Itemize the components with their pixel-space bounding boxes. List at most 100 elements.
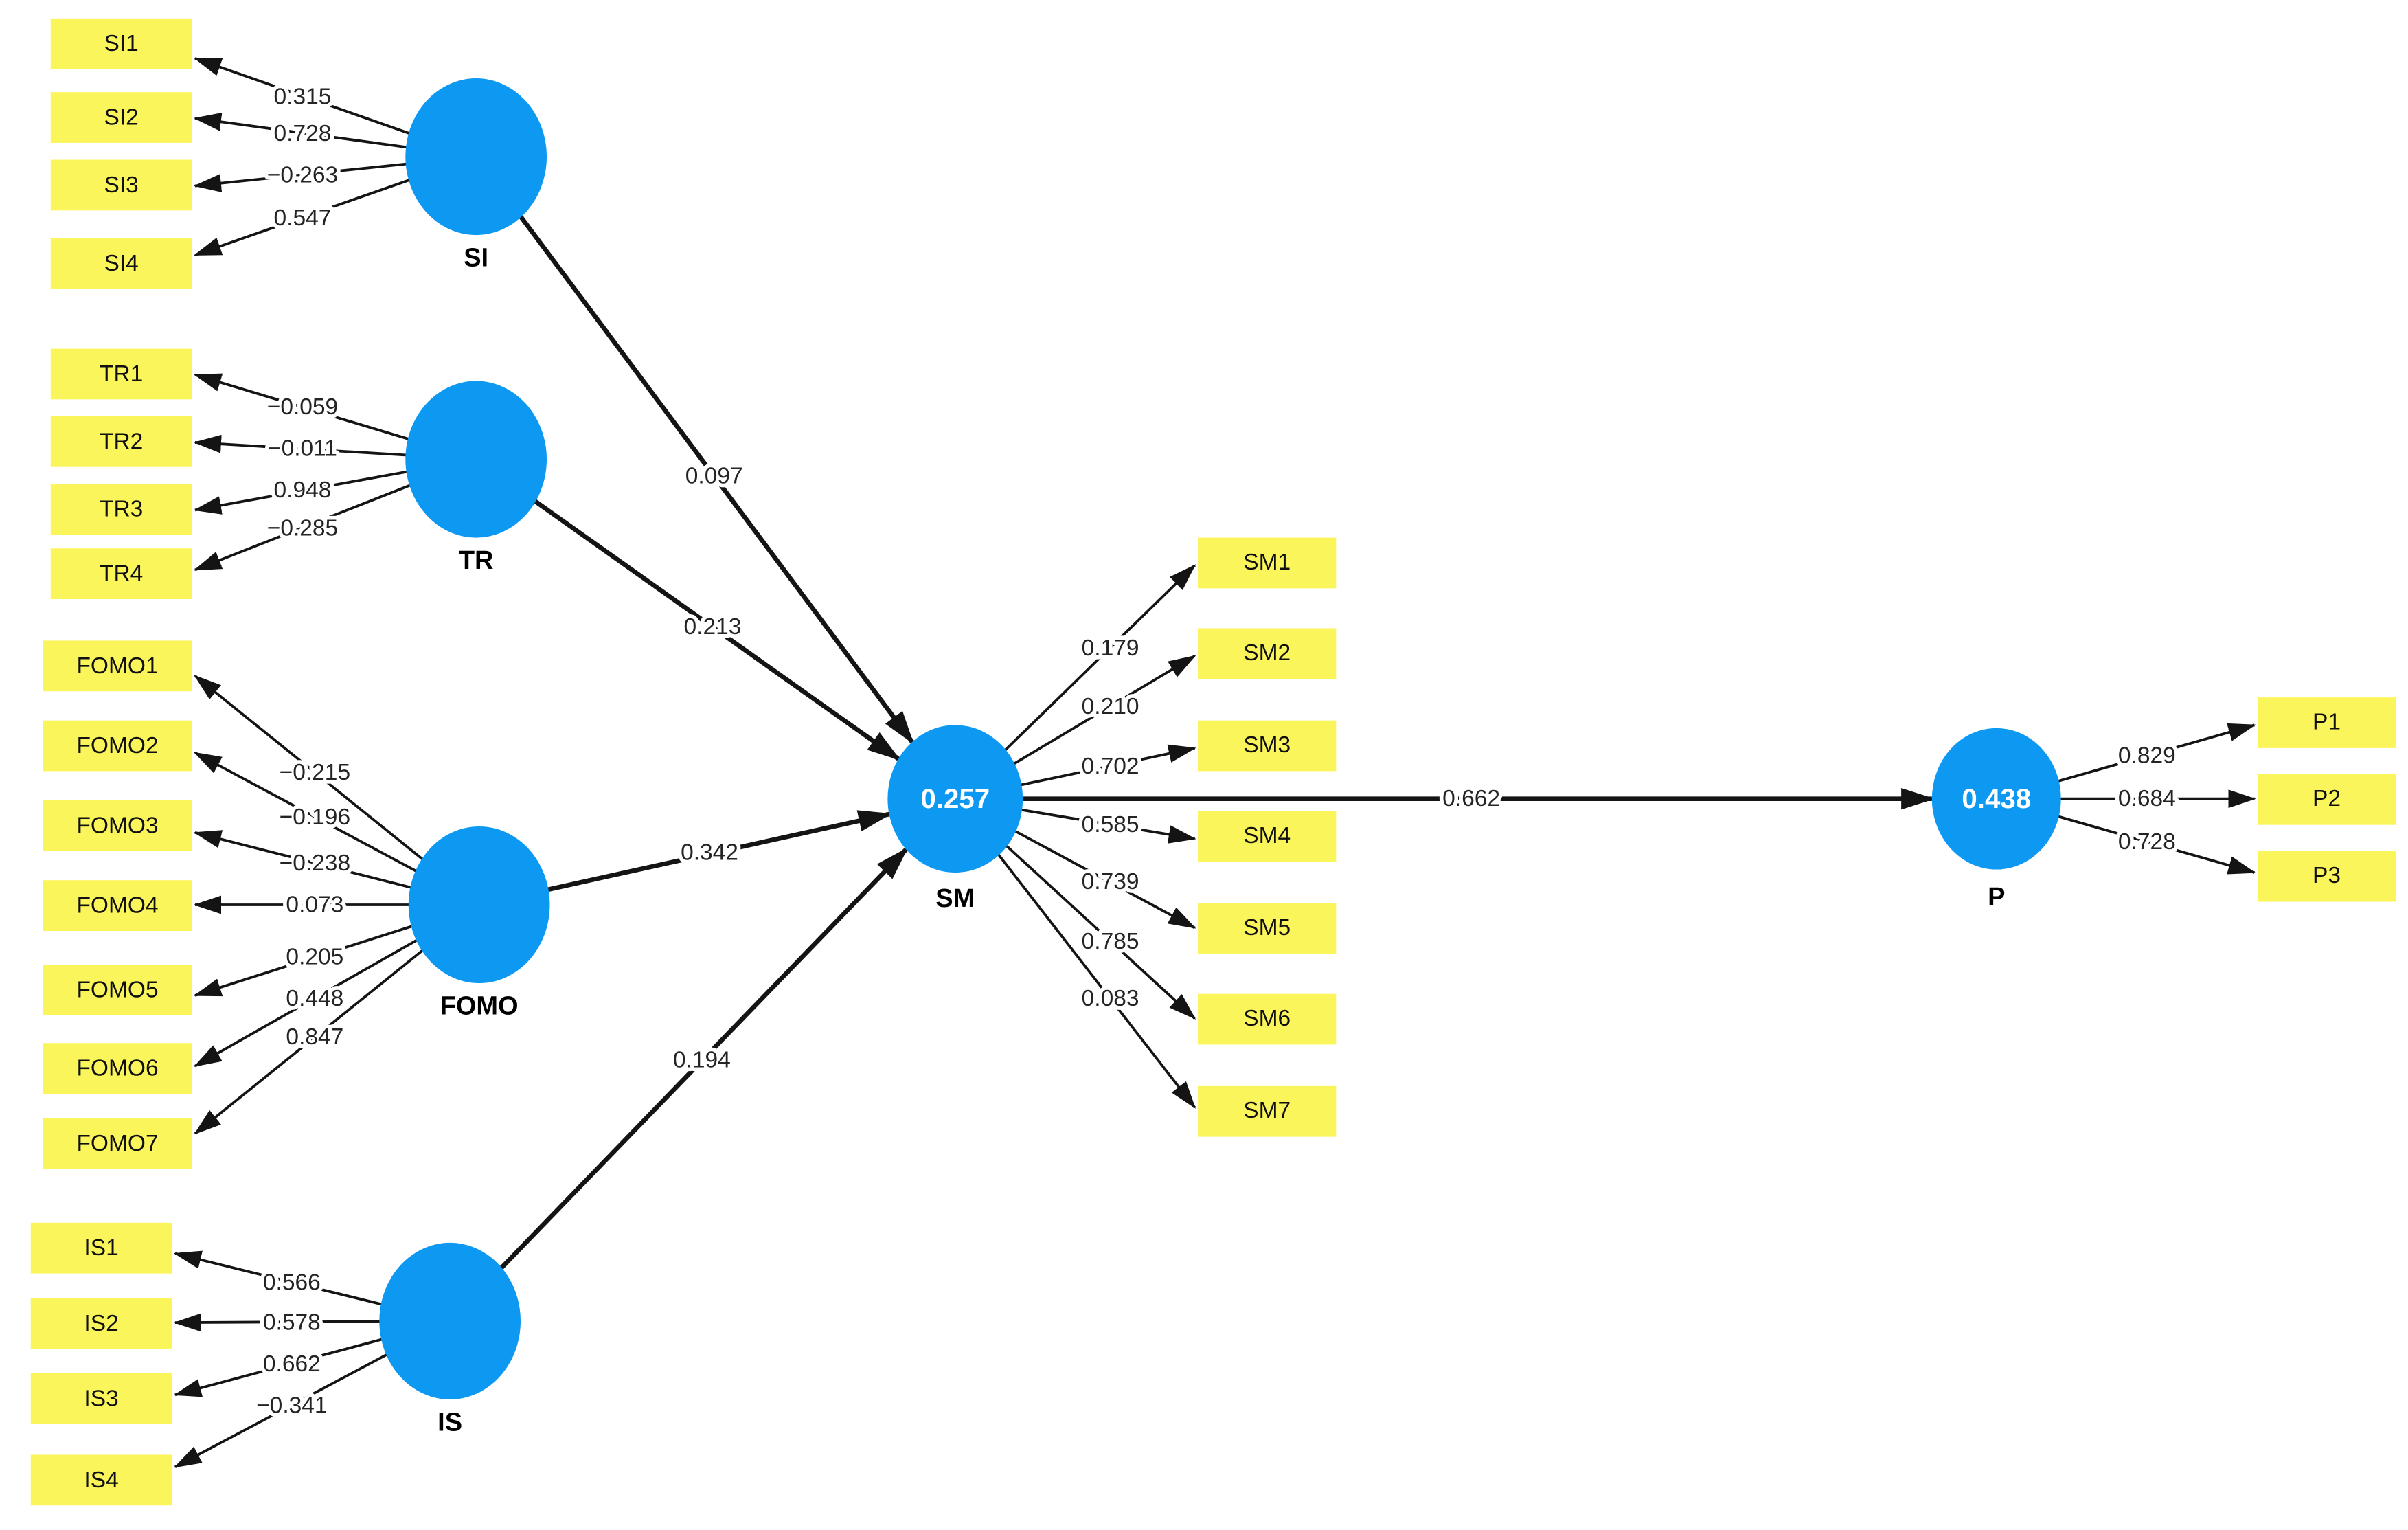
loading-fomo-fomo3: −0.238 bbox=[280, 851, 350, 876]
loading-tr-tr3: 0.948 bbox=[274, 477, 332, 503]
indicator-tr4 bbox=[50, 548, 192, 600]
indicator-tr3 bbox=[50, 484, 192, 535]
indicator-sm4-label: SM4 bbox=[1243, 823, 1291, 848]
structural-paths bbox=[448, 155, 1935, 1323]
indicator-sm1 bbox=[1198, 537, 1337, 589]
coef-fomo-sm: 0.342 bbox=[681, 840, 738, 865]
loading-is-is1: 0.566 bbox=[263, 1270, 321, 1296]
path-si-sm bbox=[474, 155, 914, 745]
construct-p-node bbox=[1931, 728, 2061, 870]
coef-is-sm: 0.194 bbox=[673, 1047, 731, 1072]
path-tr-sm bbox=[475, 457, 901, 761]
construct-si-node bbox=[405, 78, 547, 236]
indicator-si4-label: SI4 bbox=[104, 251, 138, 276]
construct-sm-node bbox=[887, 725, 1023, 873]
indicator-tr2 bbox=[50, 416, 192, 467]
loading-sm-sm1: 0.179 bbox=[1082, 635, 1139, 661]
loading-si-si2: 0.728 bbox=[274, 121, 332, 146]
indicator-fomo1-label: FOMO1 bbox=[76, 653, 158, 679]
indicator-p3 bbox=[2257, 851, 2396, 902]
indicator-fomo3-label: FOMO3 bbox=[76, 813, 158, 838]
indicator-is2-label: IS2 bbox=[84, 1311, 118, 1336]
loading-si-si4: 0.547 bbox=[274, 205, 332, 231]
indicator-si1 bbox=[50, 18, 192, 69]
loading-is-is3: 0.662 bbox=[263, 1351, 321, 1377]
indicator-fomo4 bbox=[43, 880, 192, 931]
loading-is-is2: 0.578 bbox=[263, 1310, 321, 1336]
indicator-fomo1 bbox=[43, 640, 192, 692]
loading-fomo-fomo4: 0.073 bbox=[286, 892, 343, 917]
indicator-si1-label: SI1 bbox=[104, 31, 138, 56]
construct-nodes bbox=[379, 78, 2061, 1399]
loading-tr-tr4: −0.285 bbox=[267, 516, 338, 541]
indicator-sm1-label: SM1 bbox=[1243, 550, 1291, 575]
construct-p-label: P bbox=[1988, 883, 2005, 912]
loading-labels: 0.315 0.728 −0.263 0.547 −0.059 −0.011 0… bbox=[253, 80, 2180, 1422]
loading-sm-sm4: 0.585 bbox=[1082, 812, 1139, 837]
indicator-fomo6 bbox=[43, 1043, 192, 1094]
loading-sm-sm7: 0.083 bbox=[1082, 986, 1139, 1011]
loading-fomo-fomo1: −0.215 bbox=[280, 760, 350, 785]
loading-fomo-fomo6: 0.448 bbox=[286, 986, 343, 1011]
indicator-sm3 bbox=[1198, 720, 1337, 772]
indicator-boxes bbox=[30, 18, 2396, 1506]
loading-sm-sm5: 0.739 bbox=[1082, 869, 1139, 895]
loading-fomo-fomo2: −0.196 bbox=[280, 805, 350, 830]
indicator-fomo2 bbox=[43, 720, 192, 772]
construct-si-label: SI bbox=[464, 244, 488, 273]
indicator-is1-label: IS1 bbox=[84, 1235, 118, 1261]
indicator-fomo7-label: FOMO7 bbox=[76, 1131, 158, 1156]
indicator-fomo7 bbox=[43, 1118, 192, 1169]
indicator-fomo4-label: FOMO4 bbox=[76, 893, 158, 919]
indicator-sm6 bbox=[1198, 993, 1337, 1045]
indicator-sm2-label: SM2 bbox=[1243, 640, 1291, 666]
indicator-fomo5-label: FOMO5 bbox=[76, 978, 158, 1003]
loading-tr-tr1: −0.059 bbox=[267, 394, 338, 420]
indicator-is1 bbox=[30, 1222, 172, 1274]
indicator-is2 bbox=[30, 1298, 172, 1349]
indicator-si2-label: SI2 bbox=[104, 105, 138, 131]
construct-is-node bbox=[379, 1242, 521, 1399]
construct-is-label: IS bbox=[438, 1408, 462, 1437]
coef-si-sm: 0.097 bbox=[685, 464, 743, 489]
indicator-p1 bbox=[2257, 697, 2396, 748]
loading-sm-sm2: 0.210 bbox=[1082, 694, 1139, 719]
loading-p-p2: 0.684 bbox=[2118, 786, 2176, 811]
indicator-sm4 bbox=[1198, 811, 1337, 862]
loading-si-si3: −0.263 bbox=[267, 162, 338, 188]
loading-p-p3: 0.728 bbox=[2118, 829, 2176, 855]
indicator-sm3-label: SM3 bbox=[1243, 732, 1291, 758]
indicator-sm2 bbox=[1198, 628, 1337, 679]
path-coefficient-labels: 0.097 0.213 0.342 0.194 0.662 bbox=[669, 460, 1503, 1077]
indicator-tr4-label: TR4 bbox=[100, 561, 143, 587]
path-is-sm bbox=[448, 847, 909, 1323]
indicator-sm6-label: SM6 bbox=[1243, 1006, 1291, 1031]
construct-tr-label: TR bbox=[459, 546, 494, 575]
loading-si-si1: 0.315 bbox=[274, 84, 332, 109]
construct-tr-node bbox=[405, 381, 547, 538]
indicator-fomo2-label: FOMO2 bbox=[76, 733, 158, 758]
indicator-tr3-label: TR3 bbox=[100, 497, 143, 522]
indicator-fomo6-label: FOMO6 bbox=[76, 1056, 158, 1081]
indicator-sm7 bbox=[1198, 1085, 1337, 1137]
indicator-is4-label: IS4 bbox=[84, 1467, 118, 1493]
coef-sm-p: 0.662 bbox=[1442, 786, 1500, 811]
indicator-fomo3 bbox=[43, 800, 192, 851]
indicator-tr1-label: TR1 bbox=[100, 361, 143, 387]
indicator-labels: SI1 SI2 SI3 SI4 TR1 TR2 TR3 TR4 FOMO1 FO… bbox=[76, 31, 2341, 1493]
construct-labels: SI TR FOMO IS SM P 0.257 0.438 bbox=[438, 244, 2031, 1437]
indicator-sm5 bbox=[1198, 903, 1337, 954]
construct-fomo-node bbox=[408, 826, 550, 984]
indicator-tr1 bbox=[50, 348, 192, 400]
loading-tr-tr2: −0.011 bbox=[268, 436, 337, 461]
indicator-is4 bbox=[30, 1454, 172, 1506]
indicator-is3-label: IS3 bbox=[84, 1386, 118, 1411]
indicator-p2-label: P2 bbox=[2313, 786, 2341, 811]
indicator-si3-label: SI3 bbox=[104, 172, 138, 198]
indicator-p1-label: P1 bbox=[2313, 709, 2341, 734]
indicator-sm7-label: SM7 bbox=[1243, 1098, 1291, 1123]
indicator-si2 bbox=[50, 92, 192, 143]
coef-tr-sm: 0.213 bbox=[684, 614, 742, 640]
loading-fomo-fomo7: 0.847 bbox=[286, 1024, 343, 1050]
